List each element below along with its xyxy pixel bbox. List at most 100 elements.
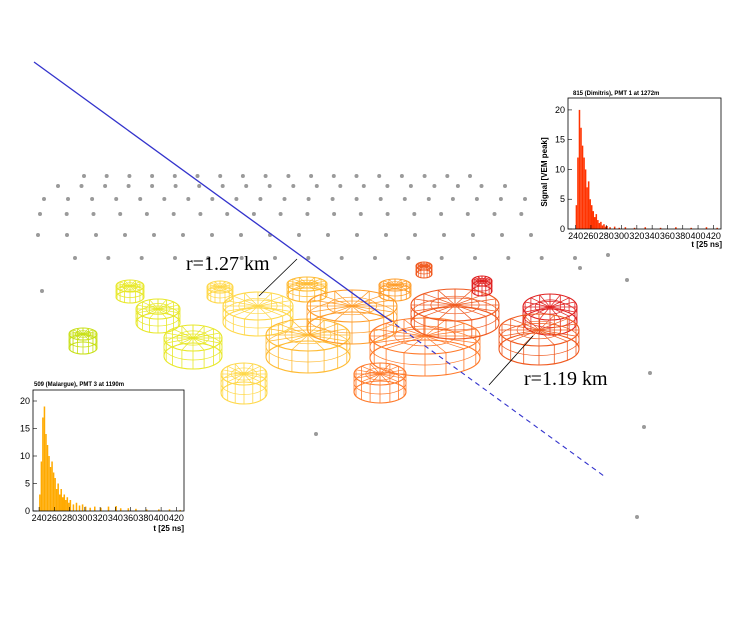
- histogram-bar: [55, 489, 58, 511]
- histogram-bar: [60, 489, 62, 511]
- array-station-dot: [210, 197, 215, 201]
- histogram-bar: [578, 109, 581, 229]
- x-tick-label: 400: [154, 513, 169, 523]
- array-station-dot: [331, 174, 336, 178]
- histogram-bar: [63, 494, 66, 511]
- array-station-dot: [40, 289, 44, 293]
- station-cylinder: [415, 261, 433, 279]
- histogram-bar: [100, 507, 102, 511]
- station-cylinder: [353, 362, 407, 404]
- station-cylinder: [498, 313, 580, 366]
- array-station-dot: [358, 212, 363, 216]
- plot-frame: [567, 97, 722, 230]
- array-station-dot: [263, 174, 268, 178]
- array-station-dot: [519, 212, 524, 216]
- histogram-bar: [39, 494, 41, 511]
- array-station-dot: [455, 184, 460, 188]
- array-station-dot: [66, 197, 70, 201]
- array-station-dot: [286, 174, 291, 178]
- array-station-dot: [251, 212, 256, 216]
- station-cylinder: [220, 362, 268, 405]
- r1-label: r=1.27 km: [186, 253, 270, 275]
- histogram-bar: [586, 187, 588, 229]
- array-station-dot: [103, 184, 108, 188]
- array-station-dot: [314, 184, 319, 188]
- histogram-bar: [107, 506, 110, 511]
- array-station-dot: [42, 197, 46, 201]
- histogram-bar: [49, 467, 52, 511]
- histogram-bar: [590, 205, 593, 229]
- array-station-dot: [273, 256, 277, 260]
- histogram-bar: [659, 227, 662, 229]
- histogram-bar: [40, 461, 43, 511]
- array-station-dot: [439, 256, 444, 260]
- station-cylinder: [378, 278, 412, 302]
- array-station-dot: [354, 174, 359, 178]
- array-station-dot: [314, 432, 318, 436]
- array-station-dot: [234, 197, 239, 201]
- array-station-dot: [210, 233, 214, 237]
- array-station-dot: [94, 233, 98, 237]
- histogram-bar: [68, 502, 70, 511]
- array-station-dot: [578, 266, 582, 270]
- signal-trace-inset-top: 815 (Dimitris), PMT 1 at 1272m Signal [V…: [537, 86, 727, 252]
- x-tick-label: 300: [614, 231, 629, 241]
- array-station-dot: [152, 233, 156, 237]
- histogram-bar: [58, 494, 61, 511]
- y-tick-label: 15: [20, 424, 30, 434]
- y-tick-label: 10: [555, 164, 565, 174]
- histogram-bar: [89, 507, 91, 511]
- array-station-dot: [471, 233, 475, 237]
- y-tick-label: 5: [560, 194, 565, 204]
- histogram-bar: [48, 456, 50, 511]
- x-tick-label: 300: [77, 513, 92, 523]
- array-station-dot: [442, 233, 446, 237]
- histogram-bar: [581, 145, 584, 229]
- histogram-bar: [601, 225, 604, 229]
- array-station-dot: [354, 197, 359, 201]
- array-station-dot: [90, 197, 95, 201]
- y-tick-label: 10: [20, 451, 30, 461]
- histogram-bar: [583, 157, 585, 229]
- y-tick-label: 15: [555, 135, 565, 145]
- r1-leader-line: [258, 258, 298, 297]
- array-station-dot: [306, 256, 311, 260]
- array-station-dot: [445, 174, 450, 178]
- y-tick-label: 20: [20, 396, 30, 406]
- y-tick-label: 20: [555, 105, 565, 115]
- histogram-bar: [65, 500, 67, 511]
- array-station-dot: [479, 184, 484, 188]
- array-station-dot: [377, 174, 382, 178]
- y-tick-label: 0: [25, 506, 30, 516]
- array-station-dot: [206, 256, 211, 260]
- x-tick-label: 360: [660, 231, 675, 241]
- x-tick-label: 400: [691, 231, 706, 241]
- histogram-bar: [66, 497, 69, 511]
- r2-leader-line: [488, 335, 534, 386]
- array-station-dot: [309, 174, 314, 178]
- array-station-dot: [384, 233, 388, 237]
- x-tick-label: 360: [123, 513, 138, 523]
- array-station-dot: [91, 212, 96, 216]
- x-tick-label: 380: [675, 231, 690, 241]
- array-station-dot: [126, 184, 131, 188]
- histogram-bar: [135, 508, 137, 511]
- histogram-bar: [705, 227, 708, 229]
- station-cylinder: [471, 275, 493, 297]
- array-station-dot: [373, 256, 377, 260]
- array-station-dot: [82, 174, 86, 178]
- array-station-dot: [123, 233, 127, 237]
- x-tick-label: 420: [169, 513, 184, 523]
- array-station-dot: [195, 174, 200, 178]
- histogram-bar: [633, 227, 636, 229]
- histogram-bar: [618, 227, 621, 229]
- x-tick-label: 280: [599, 231, 614, 241]
- array-station-dot: [413, 233, 417, 237]
- inset-top-title: 815 (Dimitris), PMT 1 at 1272m: [573, 91, 659, 97]
- array-station-dot: [173, 184, 178, 188]
- histogram-bar: [45, 434, 47, 511]
- array-station-dot: [648, 371, 652, 375]
- array-station-dot: [332, 212, 337, 216]
- array-station-dot: [465, 212, 470, 216]
